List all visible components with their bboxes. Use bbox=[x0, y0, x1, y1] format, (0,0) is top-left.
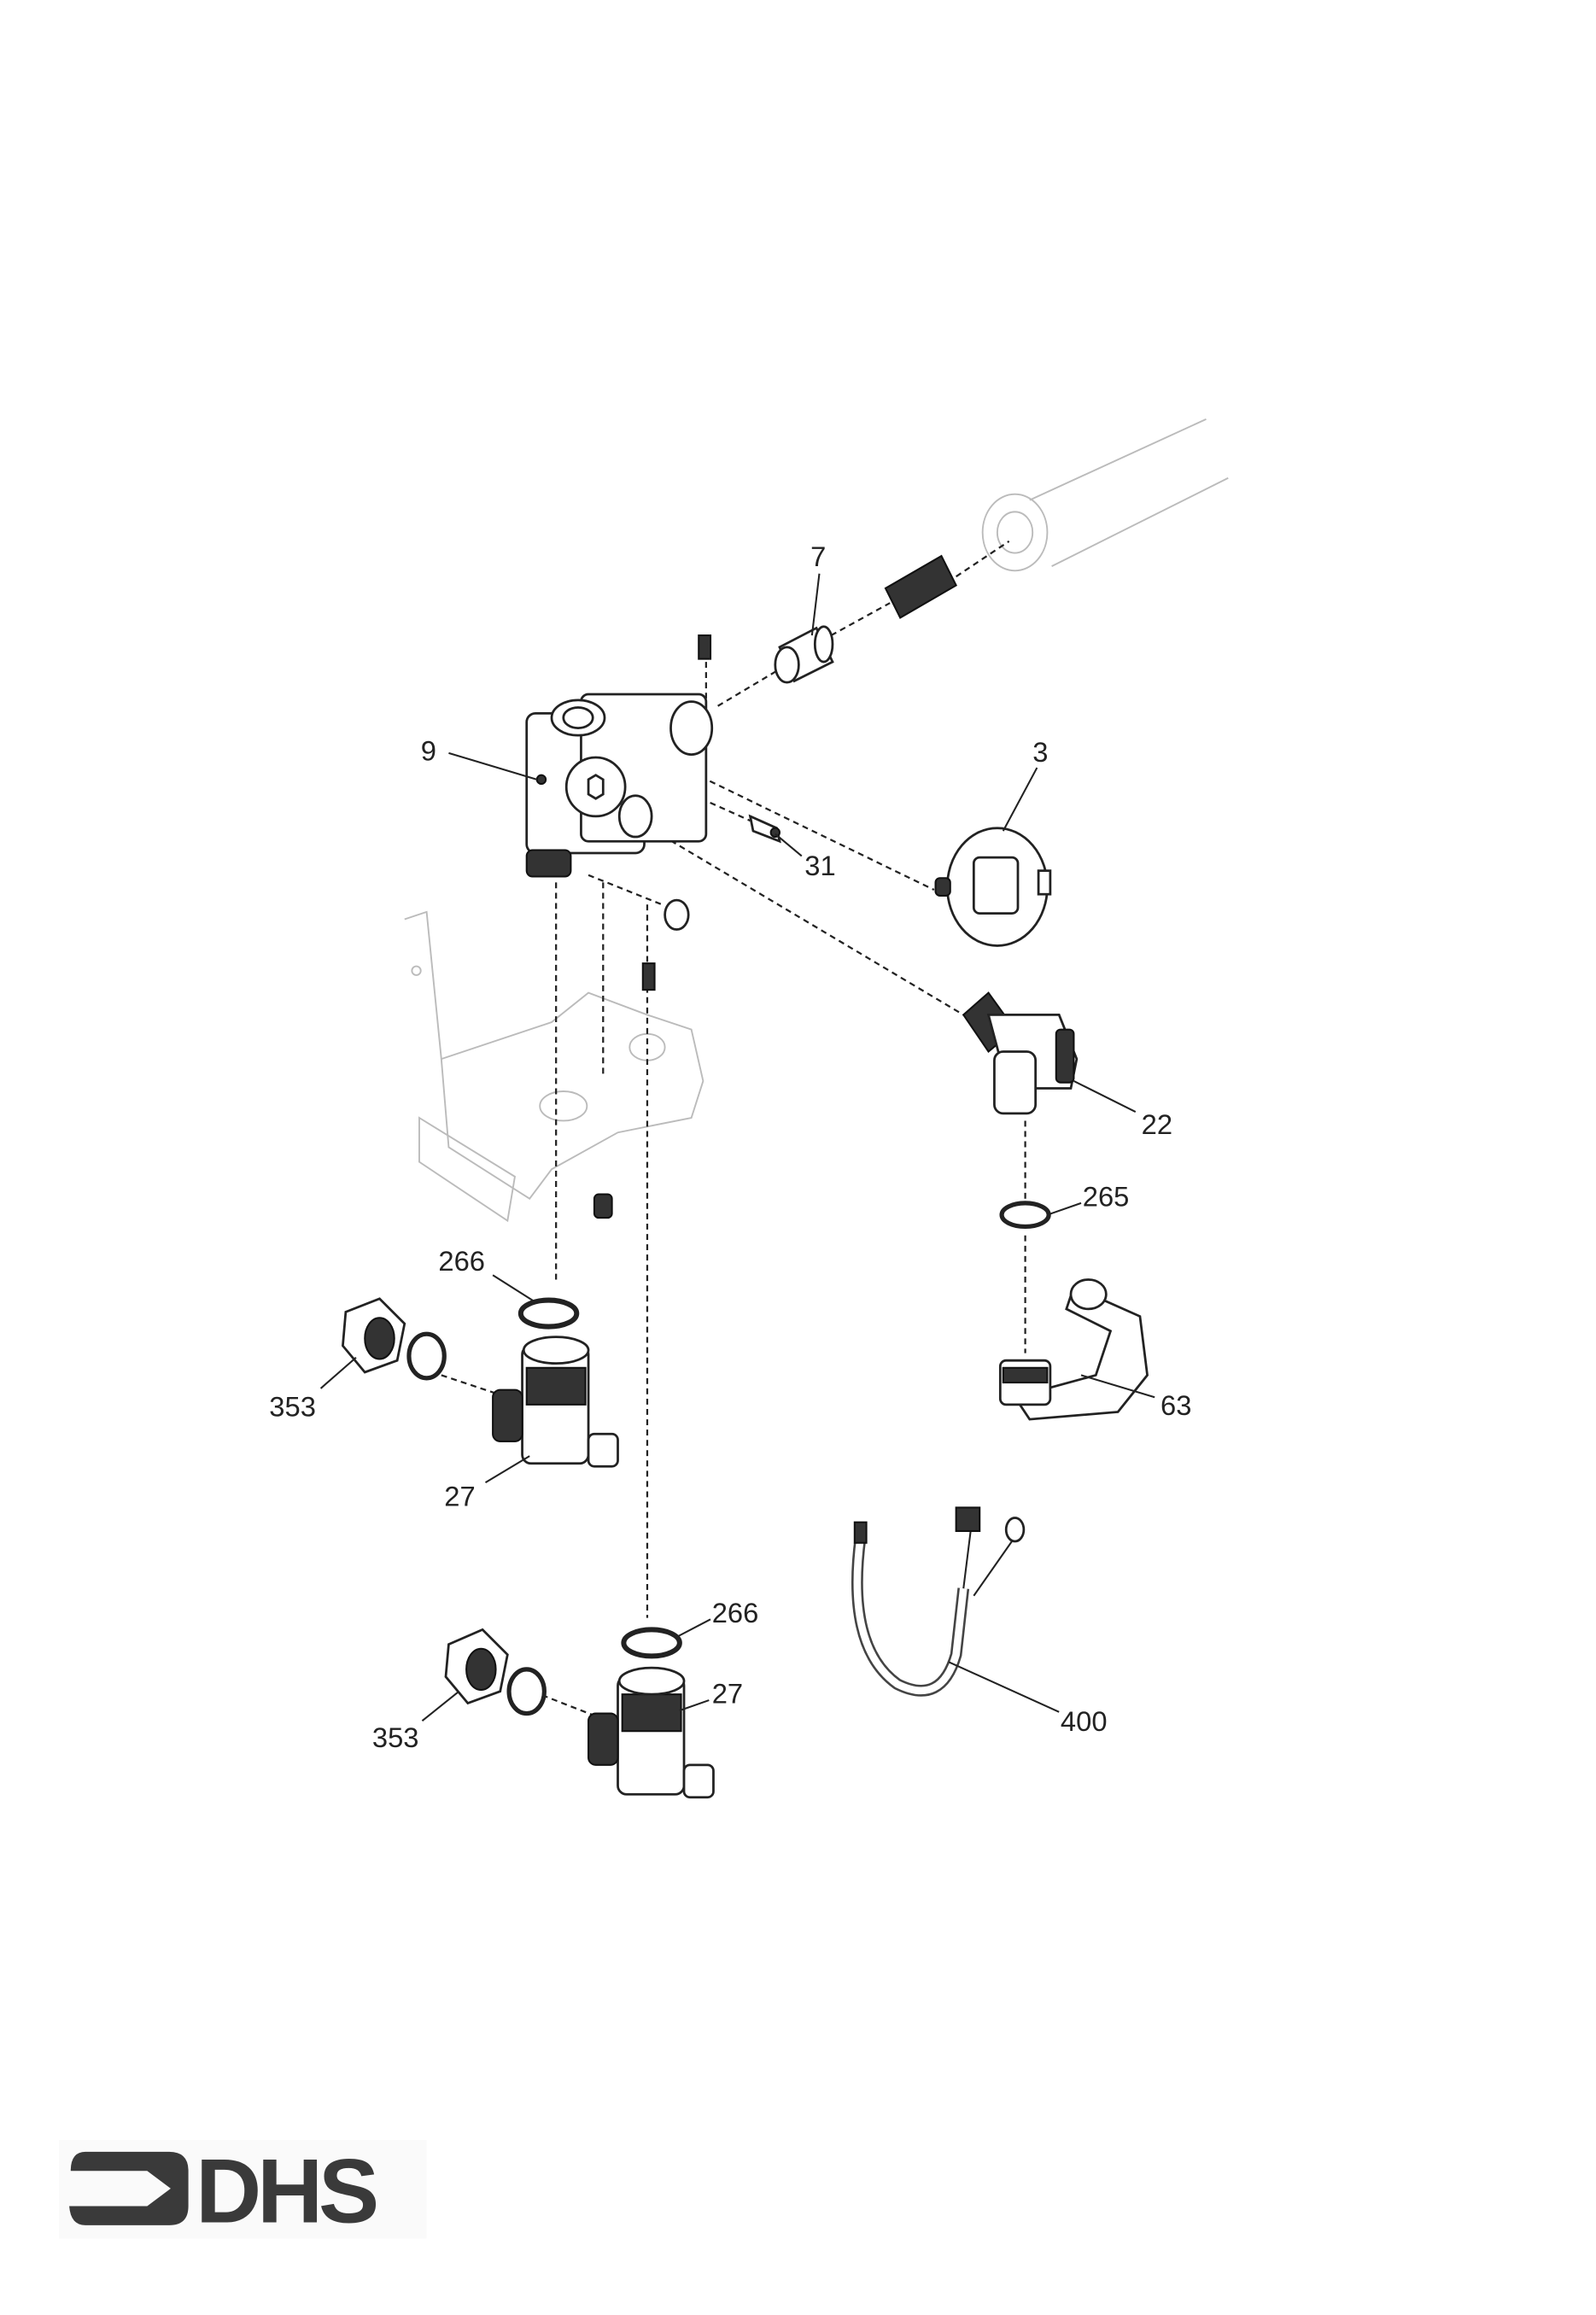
part-7-cartridge bbox=[774, 625, 834, 684]
callout-63: 63 bbox=[1160, 1389, 1191, 1421]
callout-27-lower: 27 bbox=[712, 1677, 743, 1709]
callout-266-upper: 266 bbox=[438, 1245, 485, 1277]
logo-text: DHS bbox=[196, 2139, 377, 2242]
part-353-nut-lower bbox=[444, 1628, 547, 1716]
callout-31: 31 bbox=[804, 850, 835, 881]
callout-7: 7 bbox=[810, 541, 826, 572]
callout-27-upper: 27 bbox=[444, 1481, 475, 1512]
arrow-mark-icon bbox=[69, 2151, 189, 2225]
dhs-logo: DHS bbox=[59, 2139, 427, 2242]
assembly-lines bbox=[441, 540, 1026, 1719]
part-266-o-ring-upper bbox=[517, 1297, 580, 1330]
callout-353-upper: 353 bbox=[269, 1391, 316, 1423]
filter-spring bbox=[884, 554, 958, 619]
callout-400: 400 bbox=[1061, 1705, 1108, 1737]
part-27-valve-lower bbox=[588, 1666, 715, 1799]
part-265-o-ring bbox=[999, 1201, 1051, 1230]
callout-leaders bbox=[319, 573, 1155, 1722]
part-266-o-ring-lower bbox=[621, 1627, 682, 1659]
part-63-pipe bbox=[998, 1278, 1149, 1421]
callout-22: 22 bbox=[1142, 1108, 1172, 1140]
part-353-nut-upper bbox=[342, 1297, 447, 1381]
screws bbox=[593, 634, 712, 1219]
part-31-sensor bbox=[748, 814, 781, 844]
callout-266-lower: 266 bbox=[712, 1597, 759, 1628]
background-pipe bbox=[981, 418, 1229, 572]
part-9-valve-body bbox=[525, 693, 714, 878]
callout-265: 265 bbox=[1083, 1180, 1130, 1212]
callout-353-lower: 353 bbox=[372, 1722, 419, 1753]
part-27-valve-upper bbox=[492, 1336, 619, 1468]
callout-3: 3 bbox=[1032, 736, 1048, 768]
part-22-elbow bbox=[962, 991, 1079, 1115]
callout-9: 9 bbox=[421, 734, 436, 766]
callout-labels: 7 9 3 31 22 265 266 353 63 27 266 27 400… bbox=[269, 541, 1191, 1753]
mounting-bracket bbox=[404, 910, 704, 1223]
part-400-cable-harness bbox=[851, 1506, 1026, 1697]
part-3-pressure-switch bbox=[934, 827, 1052, 947]
